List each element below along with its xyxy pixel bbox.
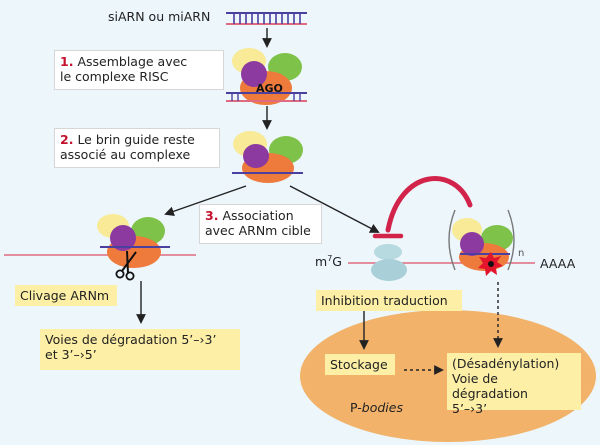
step-2-number: 2. [60, 132, 74, 147]
step-3-line1: Association [222, 208, 294, 223]
bracket-right [507, 209, 515, 271]
inhibition-label: Inhibition traduction [316, 290, 462, 311]
cleavage-label: Clivage ARNm [15, 285, 117, 306]
burst-icon [478, 252, 503, 276]
arrow-to-translation-block [289, 185, 380, 233]
ribosome-icon [371, 244, 407, 281]
repeat-label: n [518, 248, 525, 259]
degradation-left-line1: Voies de dégradation 5’–›3’ [45, 332, 217, 347]
step-1-line1: Assemblage avec [77, 54, 188, 69]
step-1-number: 1. [60, 54, 74, 69]
poly-a-label: AAAA [540, 256, 576, 271]
deadenylation-line3: 5’–›3’ [452, 401, 488, 416]
p-bodies-label: P-bodies [350, 400, 403, 415]
step-1-box: 1. Assemblage avec le complexe RISC [54, 50, 224, 90]
step-1-line2: le complexe RISC [60, 69, 169, 84]
ago-label: AGO [256, 82, 283, 95]
bracket-left [448, 209, 456, 271]
step-3-box: 3. Association avec ARNm cible [199, 204, 322, 244]
cap-label: m7G [315, 253, 342, 269]
step-2-box: 2. Le brin guide reste associé au comple… [54, 128, 220, 168]
scissors-icon [115, 250, 137, 281]
deadenylation-box: (Désadénylation) Voie de dégradation 5’–… [447, 353, 581, 416]
inhibition-arc [385, 176, 473, 233]
deadenylation-line2: Voie de dégradation [452, 371, 528, 401]
sirna-duplex [226, 12, 307, 25]
risc-complex-target [452, 218, 513, 271]
risc-complex-cleavage [97, 214, 170, 268]
deadenylation-line1: (Désadénylation) [452, 356, 560, 371]
step-2-line1: Le brin guide reste [77, 132, 195, 147]
step-2-line2: associé au complexe [60, 147, 191, 162]
risc-complex-assembly [226, 48, 307, 105]
storage-label: Stockage [325, 354, 395, 375]
step-3-number: 3. [205, 208, 219, 223]
degradation-left-line2: et 3’–›5’ [45, 347, 97, 362]
degradation-left-box: Voies de dégradation 5’–›3’ et 3’–›5’ [40, 329, 240, 370]
arrow-to-cleavage [164, 185, 247, 217]
risc-complex-guide [232, 131, 303, 183]
sirna-label: siARN ou miARN [108, 9, 211, 24]
step-3-line2: avec ARNm cible [205, 223, 311, 238]
